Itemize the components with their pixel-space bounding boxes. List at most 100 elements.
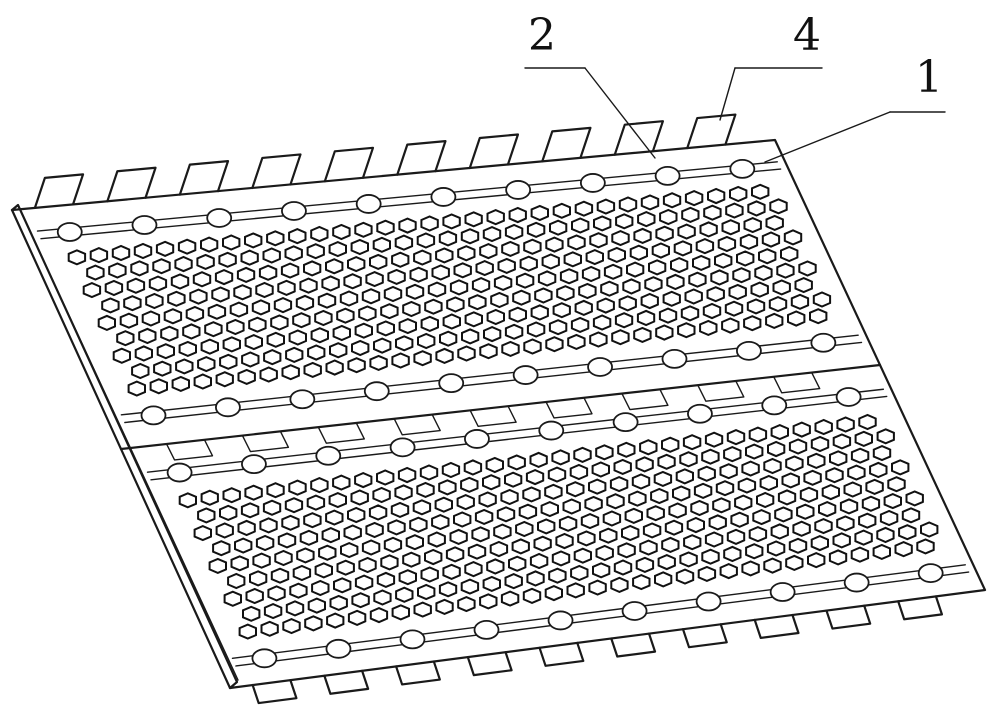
oval-boss <box>281 201 307 221</box>
hex-cell <box>427 531 446 548</box>
hex-cell <box>258 264 278 281</box>
hex-cell <box>555 532 574 550</box>
hex-cell <box>289 582 308 599</box>
hex-cell <box>745 543 764 560</box>
hex-cell <box>602 510 622 527</box>
hex-cell <box>796 503 815 520</box>
hex-cell <box>702 302 722 320</box>
hex-cell <box>236 266 256 283</box>
hex-cell <box>270 567 290 584</box>
hex-cell <box>898 524 917 541</box>
hex-cell <box>832 532 851 549</box>
hex-cell <box>471 526 490 543</box>
hex-cell <box>673 240 693 257</box>
hex-cell <box>244 334 263 351</box>
hex-cell <box>754 264 773 282</box>
hex-cell <box>788 438 808 455</box>
hex-cell <box>515 272 535 289</box>
oval-boss <box>430 187 457 207</box>
hex-cell <box>67 249 87 266</box>
hex-cell <box>325 509 344 526</box>
hex-cell <box>314 562 333 579</box>
hex-cell <box>803 469 822 486</box>
hex-cell <box>251 299 271 316</box>
top-lug <box>613 120 665 156</box>
hex-cell <box>376 320 395 337</box>
hex-cell <box>695 238 715 255</box>
hex-cell <box>574 299 593 316</box>
hex-cell <box>861 495 881 512</box>
hex-cell <box>828 549 848 566</box>
hex-cell <box>850 447 870 464</box>
hex-cell <box>486 558 505 575</box>
hex-cell <box>347 256 366 273</box>
hex-cell <box>726 429 746 446</box>
oval-boss <box>621 601 648 621</box>
hex-cell <box>651 242 670 259</box>
hex-cell <box>242 605 261 622</box>
hex-cell <box>920 521 939 538</box>
hex-cell <box>288 228 307 245</box>
hex-cell <box>618 196 638 213</box>
oval-boss <box>736 340 762 361</box>
hex-cell <box>600 280 619 297</box>
hex-cell <box>376 571 396 588</box>
hex-cell <box>373 589 392 606</box>
hex-cell <box>241 351 260 368</box>
hex-cell <box>766 540 786 557</box>
hex-cell <box>736 250 755 267</box>
hex-cell <box>650 487 669 505</box>
hex-cell <box>358 556 377 574</box>
hex-cell <box>562 498 581 515</box>
hex-cell <box>530 304 549 321</box>
hex-cell <box>259 366 278 383</box>
hex-cell <box>637 211 656 228</box>
hex-cell <box>549 219 568 236</box>
hex-cell <box>485 456 504 474</box>
hex-cell <box>611 329 630 346</box>
hex-cell <box>670 257 689 274</box>
hex-cell <box>661 436 680 453</box>
hex-cell <box>160 325 179 342</box>
seam-lug <box>545 397 593 419</box>
hex-cell <box>770 523 789 540</box>
hex-cell <box>534 287 553 304</box>
hex-cell <box>746 298 766 315</box>
hex-cell <box>273 297 293 314</box>
hex-cell <box>659 208 678 226</box>
hex-cell <box>226 318 245 336</box>
hex-cell <box>208 557 227 574</box>
hex-cell <box>479 593 498 610</box>
hex-cell <box>707 187 726 205</box>
seam-lug <box>773 371 821 394</box>
hex-cell <box>218 251 237 268</box>
hex-cell <box>152 258 171 275</box>
top-lug <box>251 153 302 190</box>
hex-cell <box>420 566 439 583</box>
hex-cell <box>657 453 676 470</box>
hex-cell <box>255 281 274 299</box>
hex-cell <box>123 295 142 312</box>
hex-cell <box>788 537 808 554</box>
hex-cell <box>285 600 305 617</box>
hex-cell <box>552 202 571 219</box>
hex-cell <box>876 428 895 445</box>
hex-cell <box>284 245 303 262</box>
hex-cell <box>413 601 432 618</box>
hex-cell <box>699 221 718 238</box>
hex-cell <box>383 536 403 553</box>
hex-cell <box>664 519 684 536</box>
hex-cell <box>829 450 848 467</box>
hex-cell <box>701 548 720 565</box>
oval-boss <box>769 582 796 602</box>
hex-cell <box>402 551 421 568</box>
oval-boss <box>241 454 267 475</box>
hex-cell <box>435 598 454 615</box>
oval-boss <box>389 437 416 458</box>
hex-cell <box>504 573 523 590</box>
bottom-lug <box>538 641 585 667</box>
hex-cell <box>891 459 910 476</box>
hex-cell <box>439 330 458 347</box>
hex-cell <box>777 489 797 506</box>
